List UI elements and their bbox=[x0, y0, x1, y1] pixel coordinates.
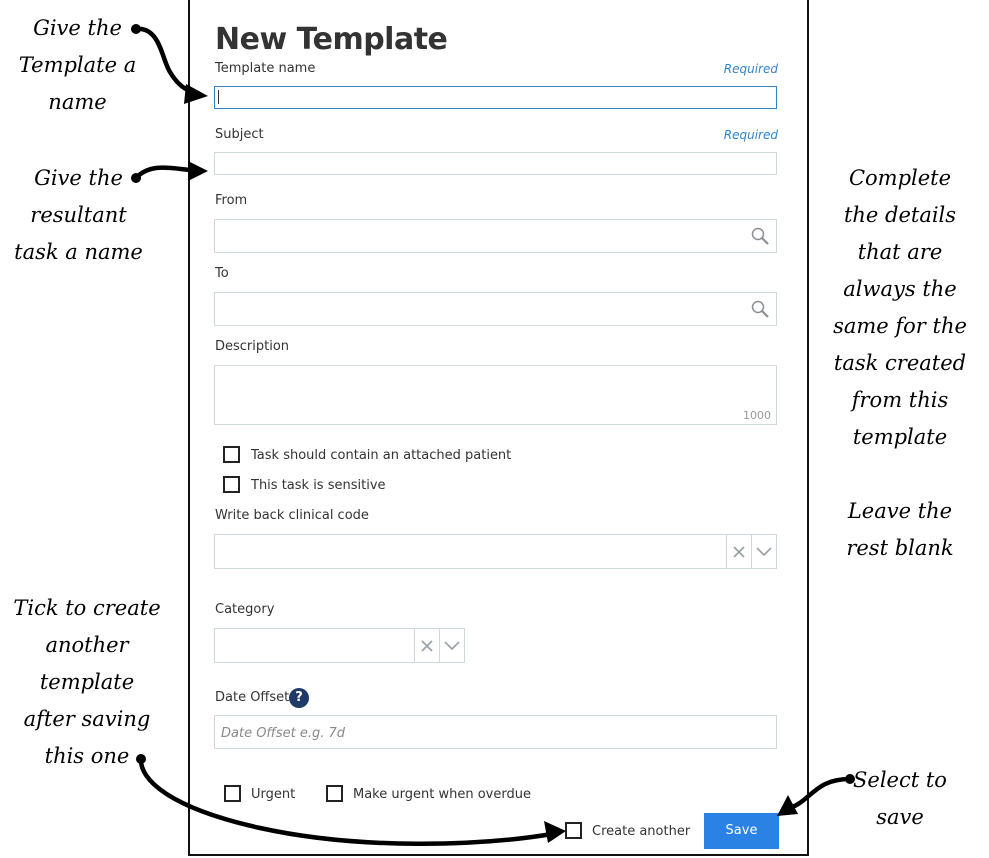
from-label: From bbox=[215, 193, 248, 208]
urgent-overdue-label: Make urgent when overdue bbox=[353, 787, 531, 802]
clear-icon[interactable] bbox=[726, 535, 751, 568]
subject-required: Required bbox=[723, 128, 778, 142]
clear-icon[interactable] bbox=[414, 629, 439, 662]
template-name-required: Required bbox=[723, 62, 778, 76]
template-name-input[interactable] bbox=[214, 86, 777, 109]
urgent-label: Urgent bbox=[251, 787, 296, 802]
chevron-down-icon[interactable] bbox=[751, 535, 776, 568]
help-question-icon[interactable]: ? bbox=[289, 688, 309, 708]
clinical-code-label: Write back clinical code bbox=[215, 508, 369, 523]
template-form-panel bbox=[188, 0, 809, 856]
annotation-complete-details: Complete the details that are always the… bbox=[833, 166, 967, 449]
date-offset-label: Date Offset bbox=[215, 690, 290, 705]
sensitive-label: This task is sensitive bbox=[251, 478, 386, 493]
save-button[interactable]: Save bbox=[704, 813, 779, 849]
page-title: New Template bbox=[215, 22, 448, 57]
annotation-select-save: Select to save bbox=[853, 768, 947, 829]
clinical-code-select[interactable] bbox=[214, 534, 777, 569]
annotation-create-another: Tick to create another template after sa… bbox=[13, 596, 161, 768]
attached-patient-checkbox[interactable] bbox=[223, 446, 240, 463]
urgent-overdue-checkbox[interactable] bbox=[326, 785, 343, 802]
search-icon[interactable] bbox=[750, 226, 770, 246]
annotation-name-task: Give the resultant task a name bbox=[14, 166, 143, 264]
attached-patient-label: Task should contain an attached patient bbox=[251, 448, 512, 463]
annotation-leave-blank: Leave the rest blank bbox=[846, 499, 954, 560]
create-another-label: Create another bbox=[592, 824, 691, 839]
to-label: To bbox=[215, 266, 229, 281]
date-offset-input[interactable]: Date Offset e.g. 7d bbox=[214, 715, 777, 749]
chevron-down-icon[interactable] bbox=[439, 629, 464, 662]
to-input[interactable] bbox=[214, 292, 777, 326]
description-label: Description bbox=[215, 339, 290, 354]
from-input[interactable] bbox=[214, 219, 777, 253]
date-offset-placeholder: Date Offset e.g. 7d bbox=[221, 726, 345, 741]
urgent-checkbox[interactable] bbox=[224, 785, 241, 802]
sensitive-checkbox[interactable] bbox=[223, 476, 240, 493]
search-icon[interactable] bbox=[750, 299, 770, 319]
create-another-checkbox[interactable] bbox=[565, 822, 582, 839]
template-name-label: Template name bbox=[215, 61, 316, 76]
subject-input[interactable] bbox=[214, 152, 777, 175]
category-select[interactable] bbox=[214, 628, 465, 663]
character-counter: 1000 bbox=[743, 409, 771, 422]
subject-label: Subject bbox=[215, 127, 264, 142]
category-label: Category bbox=[215, 602, 275, 617]
description-textarea[interactable]: 1000 bbox=[214, 365, 777, 425]
annotation-name-template: Give the Template a name bbox=[18, 16, 137, 114]
